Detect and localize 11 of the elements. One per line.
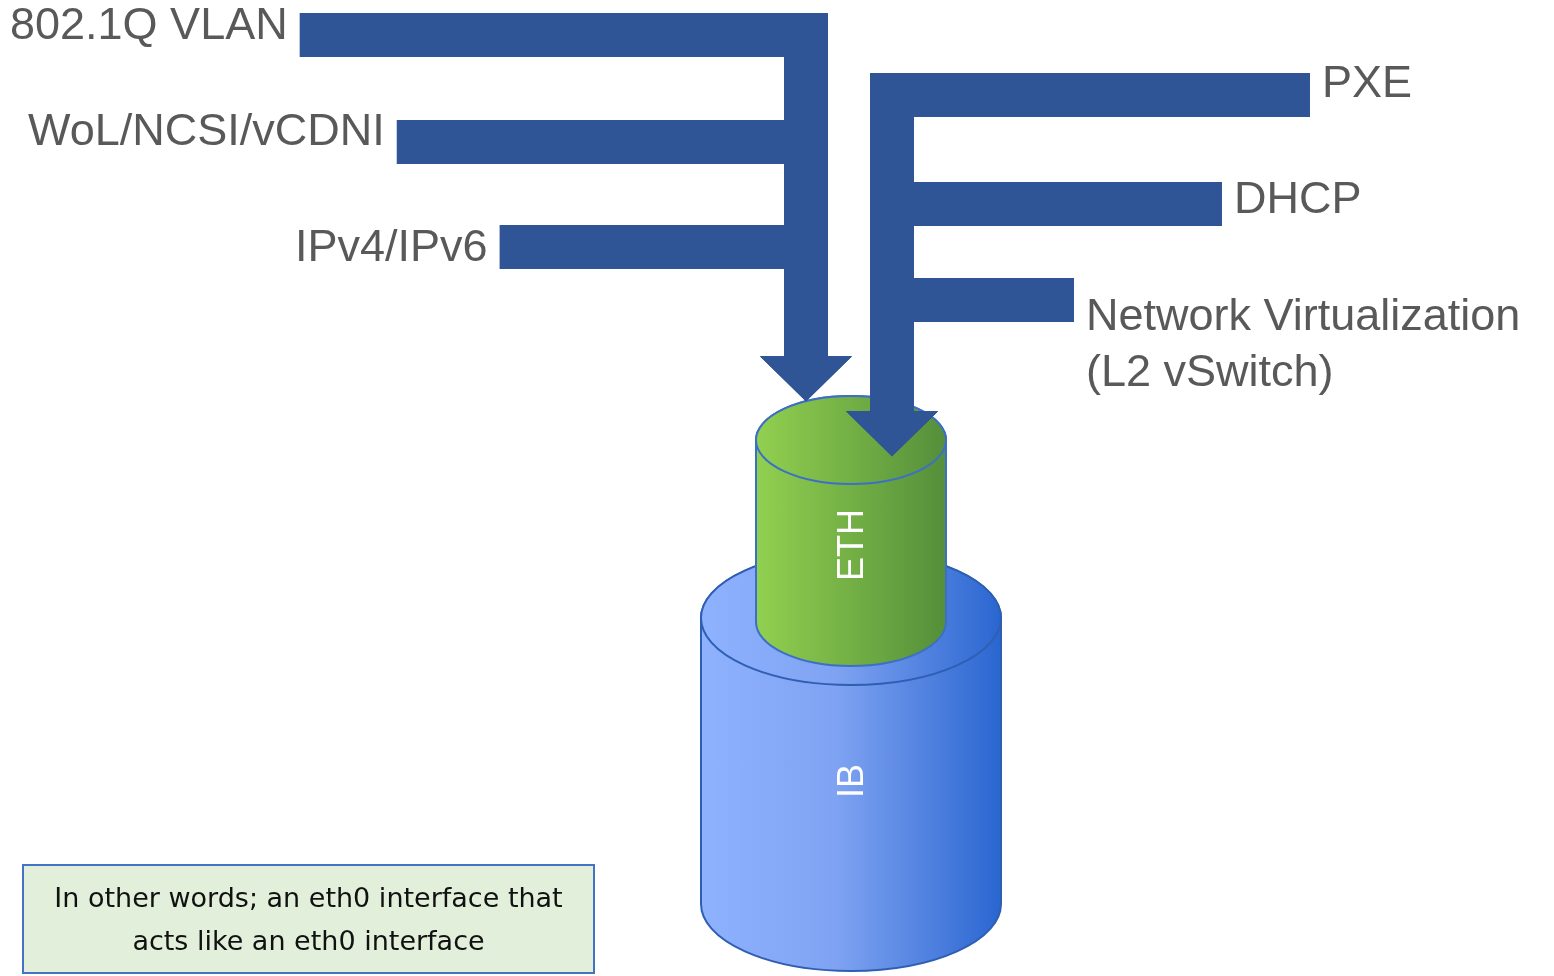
block-arrow xyxy=(499,225,852,402)
layer-name: IB xyxy=(833,764,869,799)
layer-label: 802.1Q VLAN xyxy=(10,0,288,53)
layer-label: DHCP xyxy=(1234,170,1362,227)
layer-label: Network Virtualization (L2 vSwitch) xyxy=(1086,287,1554,400)
layer-name: ETH xyxy=(833,508,869,581)
layer-label: WoL/NCSI/vCDNI xyxy=(28,102,385,159)
layer-label: IPv4/IPv6 xyxy=(295,218,488,275)
note-text: In other words; an eth0 interface that acts like an eth0 interface xyxy=(53,880,564,958)
layer-label: PXE xyxy=(1322,54,1413,111)
note-box xyxy=(22,864,595,974)
